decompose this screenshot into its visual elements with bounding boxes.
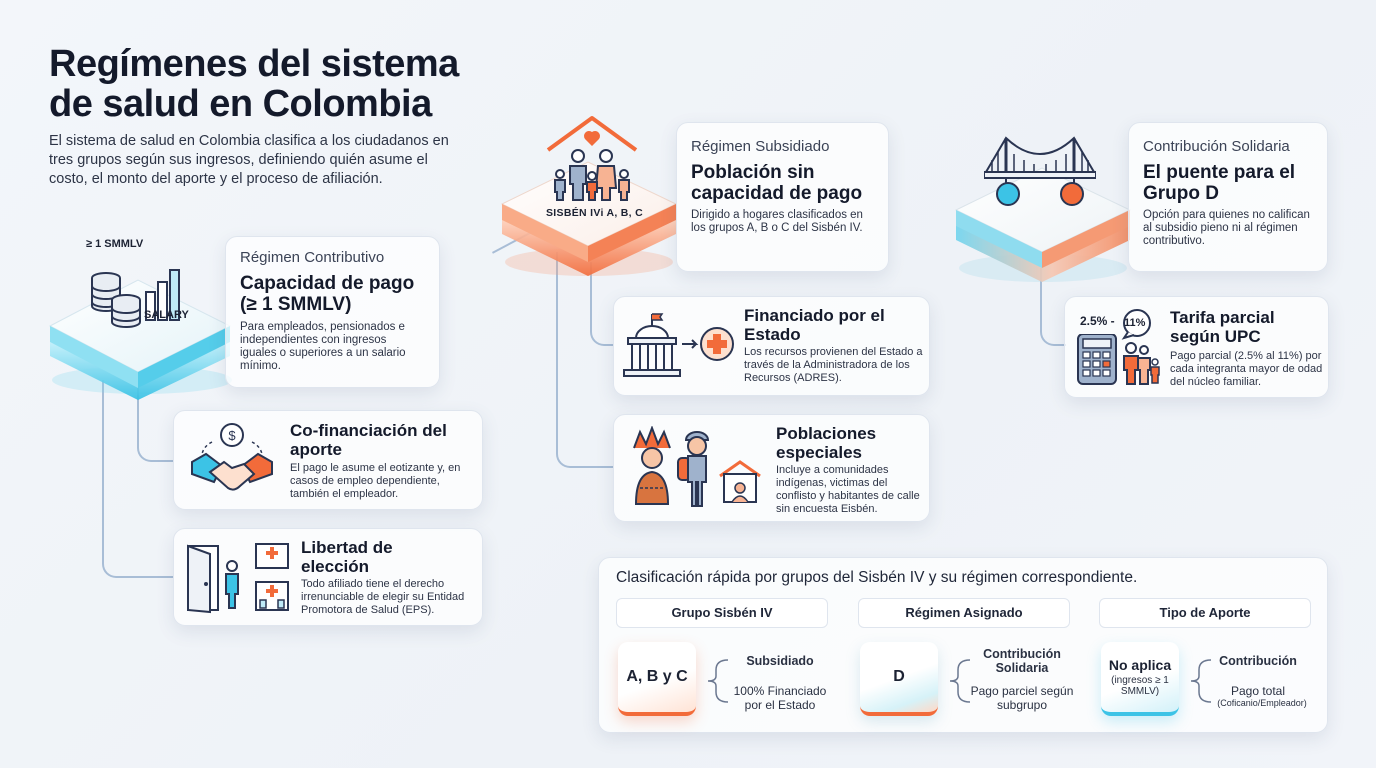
family-house-platform [496, 110, 682, 280]
tile-no-aplica-note: (ingresos ≥ 1 SMMLV) [1111, 675, 1169, 697]
page-title: Regímenes del sistema de salud en Colomb… [49, 44, 459, 124]
row-detail-solidaria: Pago parciel según subgrupo [970, 684, 1074, 712]
financiado-desc: Los recursos provienen del Estado a trav… [744, 346, 923, 384]
tile-no-aplica-label: No aplica [1108, 657, 1172, 673]
tarifa-badge-low: 2.5% - [1080, 314, 1115, 328]
header-grupo-sisben: Grupo Sisbén IV [616, 598, 828, 628]
handshake-icon: $ [188, 422, 276, 498]
intro-text: El sistema de salud en Colombia clasific… [49, 133, 449, 187]
poblaciones-desc: Incluye a comunidades indígenas, victima… [776, 464, 920, 515]
tile-d-label: D [893, 668, 905, 685]
classification-panel [598, 557, 1328, 733]
subsidiado-title: Población sin capacidad de pago [691, 162, 863, 204]
libertad-desc: Todo afiliado tiene el derecho irrenunci… [301, 578, 465, 616]
brace-icon [707, 659, 729, 703]
solidaria-subtitle: Contribución Solidaria [1143, 138, 1290, 155]
tile-no-aplica: No aplica (ingresos ≥ 1 SMMLV) [1101, 642, 1179, 716]
row-detail-contribucion-note: (Coficanio/Empleador) [1217, 698, 1307, 708]
salary-label: SALARY [144, 309, 189, 321]
family-house-icon [544, 114, 640, 204]
solidaria-desc: Opción para quienes no califican al subs… [1143, 209, 1310, 247]
page-title-line1: Regímenes del sistema [49, 43, 459, 85]
libertad-card [173, 528, 483, 626]
contributivo-card: Régimen Contributivo Capacidad de pago (… [225, 236, 440, 388]
cofinanciacion-title: Co-financiación del aporte [290, 421, 447, 459]
coins-icon [88, 262, 198, 332]
connector-line [556, 252, 614, 468]
contributivo-title: Capacidad de pago (≥ 1 SMMLV) [240, 273, 415, 315]
contributivo-desc: Para empleados, pensionados e independie… [240, 321, 406, 372]
bridge-icon [984, 134, 1096, 206]
connector-line [137, 378, 174, 462]
financiado-title: Financiado por el Estado [744, 306, 885, 344]
poblaciones-title: Poblaciones especiales [776, 424, 877, 462]
state-to-health-icon [622, 312, 738, 378]
connector-line [102, 380, 174, 578]
solidaria-title: El puente para el Grupo D [1143, 162, 1296, 204]
header-tipo-aporte: Tipo de Aporte [1099, 598, 1311, 628]
tile-abc-label: A, B y C [626, 668, 688, 685]
classification-title: Clasificación rápida por grupos del Sisb… [616, 569, 1138, 586]
row-label-contribucion: Contribución [1219, 654, 1297, 668]
page-title-line2: de salud en Colombia [49, 83, 432, 125]
libertad-title: Libertad de elección [301, 538, 393, 576]
tile-d: D [860, 642, 938, 716]
row-label-solidaria: Contribución Solidaria [983, 647, 1061, 675]
row-detail-contribucion: Pago total [1230, 684, 1286, 698]
tile-abc: A, B y C [618, 642, 696, 716]
subsidiado-card: Régimen Subsidiado Población sin capacid… [676, 122, 889, 272]
connector-line [1040, 268, 1066, 346]
tarifa-desc: Pago parcial (2.5% al 11%) por cada inte… [1170, 350, 1323, 388]
door-hospital-icon [184, 540, 294, 616]
calculator-family-icon [1076, 334, 1162, 386]
tarifa-badge-high: 11% [1124, 317, 1146, 329]
tarifa-badge-bubble [1120, 308, 1154, 340]
row-label-subsidiado: Subsidiado [746, 654, 814, 668]
cofinanciacion-desc: El pago le asume el eotizante y, en caso… [290, 462, 461, 500]
income-tag: ≥ 1 SMMLV [86, 238, 144, 250]
subsidiado-subtitle: Régimen Subsidiado [691, 138, 830, 155]
brace-icon [1190, 659, 1212, 703]
subsidiado-desc: Dirigido a hogares clasificados en los g… [691, 209, 863, 234]
contributivo-subtitle: Régimen Contributivo [240, 249, 385, 266]
financiado-card [613, 296, 930, 396]
connector-line [590, 262, 614, 346]
solidaria-card: Contribución Solidaria El puente para el… [1128, 122, 1328, 272]
row-detail-subsidiado: 100% Financiado por el Estado [733, 684, 827, 712]
svg-text:$: $ [228, 428, 236, 443]
special-populations-icon [628, 426, 768, 510]
brace-icon [949, 659, 971, 703]
tarifa-title: Tarifa parcial según UPC [1170, 308, 1275, 346]
sisben-platform-label: SISBÉN IVi A, B, C [546, 207, 644, 219]
header-regimen-asignado: Régimen Asignado [858, 598, 1070, 628]
